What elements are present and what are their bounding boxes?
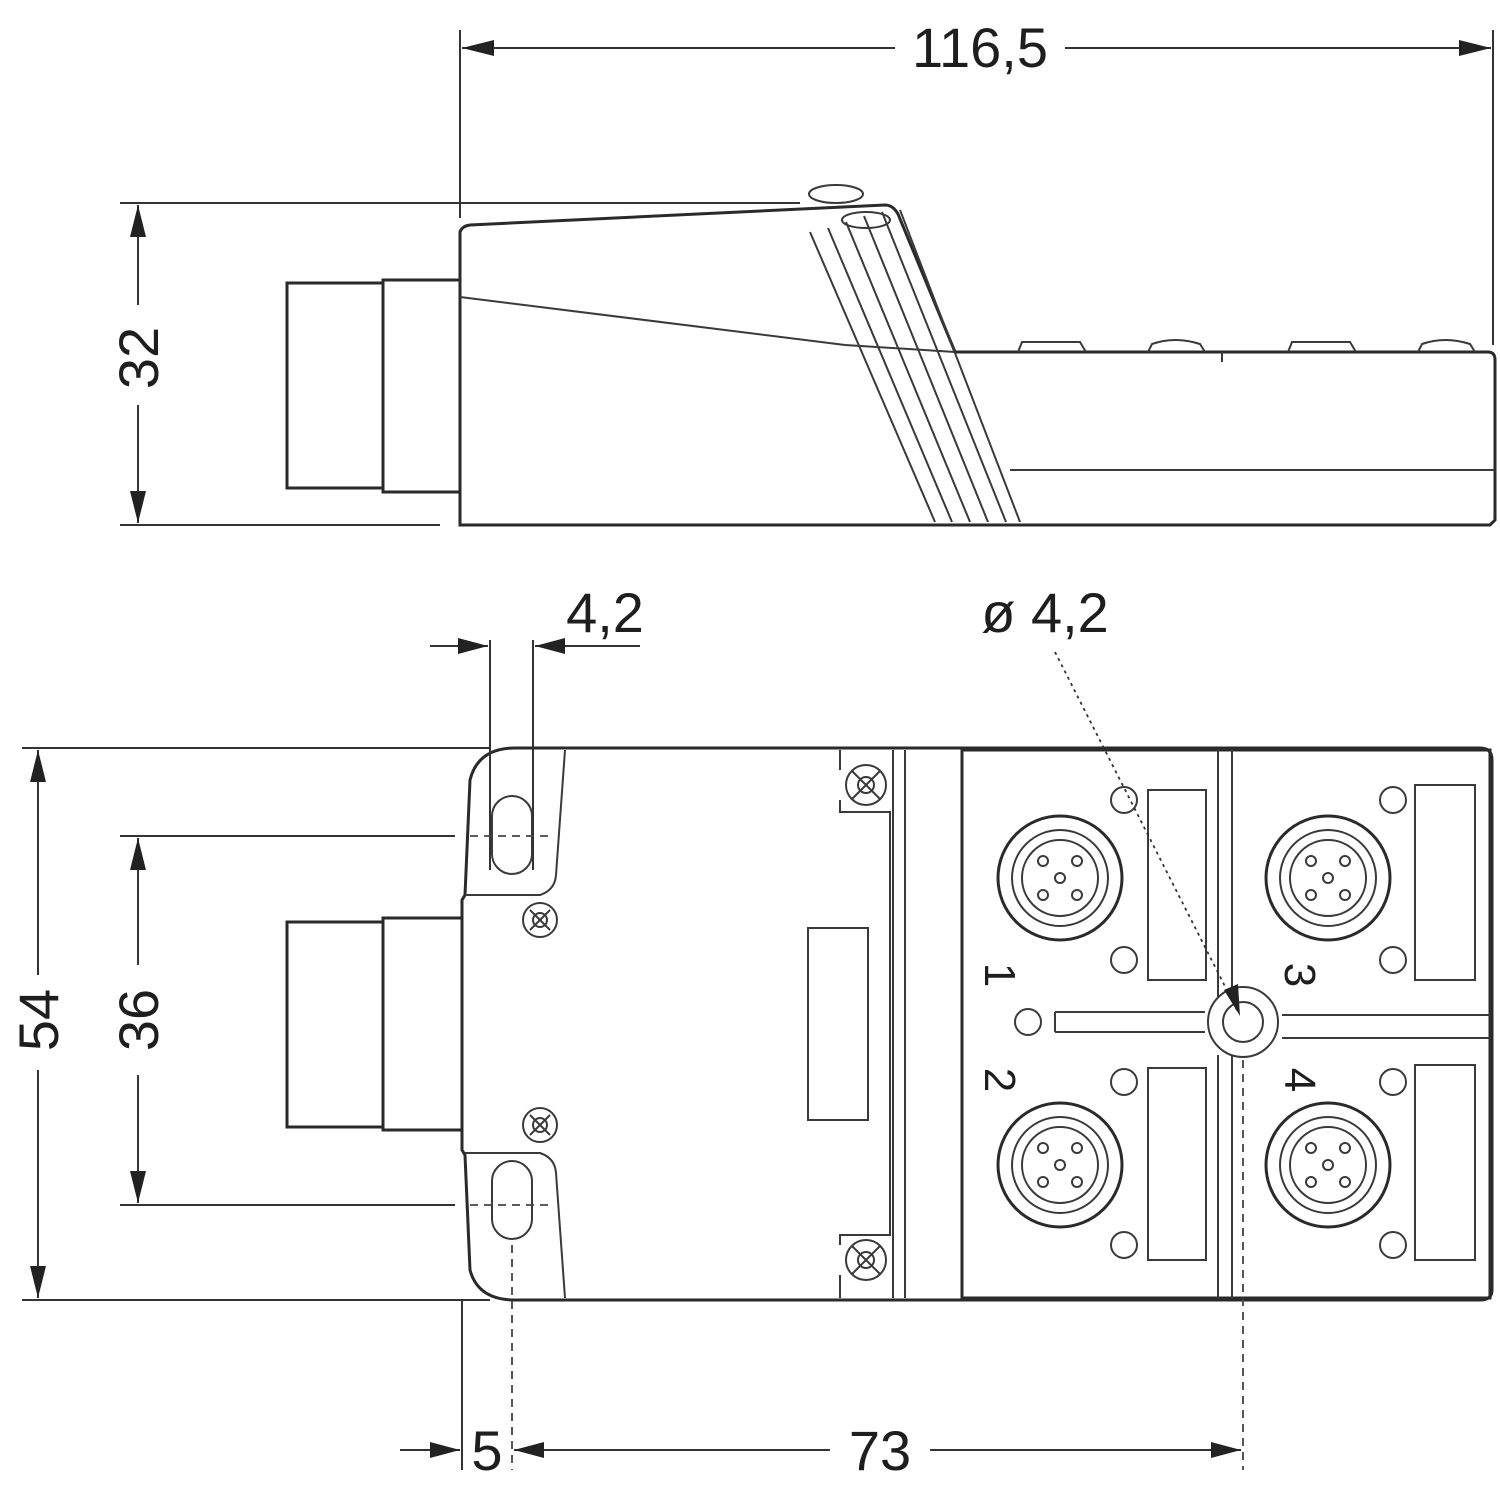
dim-height-label: 32 (107, 327, 170, 389)
top-screw-3 (845, 764, 887, 806)
dim-slot-width: 4,2 (430, 581, 644, 870)
top-connector-collar (381, 916, 464, 1132)
side-connector-collar (381, 278, 462, 494)
top-slot-upper (491, 795, 533, 875)
dim-edge-offset-label: 5 (471, 1419, 502, 1482)
side-port-cap-3 (1287, 341, 1357, 353)
top-connector-stub (285, 920, 385, 1129)
port-block (960, 748, 1492, 1300)
top-view: 1 2 3 4 (285, 746, 1494, 1302)
top-screw-4 (845, 1239, 887, 1281)
top-screw-2 (522, 1107, 558, 1143)
socket-2 (996, 1101, 1124, 1229)
side-connector-stub (285, 281, 385, 490)
dim-height: 32 (107, 202, 800, 526)
center-hole (1222, 1001, 1264, 1043)
port-number-1: 1 (975, 963, 1024, 987)
dim-hole-diameter-label: ø 4,2 (981, 581, 1109, 644)
port-leds (1014, 786, 1407, 1259)
top-slot-lower (491, 1160, 533, 1240)
side-screw-head (808, 184, 864, 204)
side-view (285, 184, 1497, 527)
top-ear-upper (465, 749, 566, 896)
port-label-2 (1147, 1067, 1207, 1261)
port-number-4: 4 (1275, 1068, 1324, 1092)
port-label-3 (1414, 784, 1476, 981)
port-number-3: 3 (1275, 963, 1324, 987)
dim-width: 54 (7, 747, 490, 1301)
top-band-left (839, 750, 891, 1298)
dim-hole-distance-label: 73 (849, 1419, 911, 1482)
dim-overall-length: 116,5 (459, 16, 1494, 345)
dim-hole-diameter: ø 4,2 (981, 581, 1240, 1016)
side-port-cap-2 (1147, 339, 1206, 353)
side-port-cap-4 (1417, 339, 1476, 353)
socket-4 (1264, 1101, 1392, 1229)
dim-hole-distance: 73 (514, 1060, 1244, 1482)
socket-3 (1264, 814, 1392, 942)
top-label-window (807, 927, 869, 1121)
top-ear-lower (465, 1152, 566, 1299)
dim-hole-spacing-label: 36 (107, 989, 170, 1051)
dim-overall-length-label: 116,5 (912, 16, 1048, 79)
port-label-1 (1147, 789, 1207, 981)
side-housing (458, 203, 1497, 527)
dim-hole-spacing: 36 (107, 835, 550, 1206)
dim-slot-width-label: 4,2 (566, 581, 644, 644)
side-port-cap-1 (1017, 341, 1087, 353)
side-ribs (809, 209, 1021, 523)
dim-edge-offset: 5 (400, 1245, 513, 1482)
top-screw-1 (522, 902, 558, 938)
center-hole-boss (1207, 986, 1279, 1058)
dim-width-label: 54 (7, 989, 70, 1051)
port-number-2: 2 (975, 1068, 1024, 1092)
side-screw-slot (841, 211, 891, 229)
socket-1 (996, 814, 1124, 942)
port-label-4 (1414, 1064, 1476, 1261)
